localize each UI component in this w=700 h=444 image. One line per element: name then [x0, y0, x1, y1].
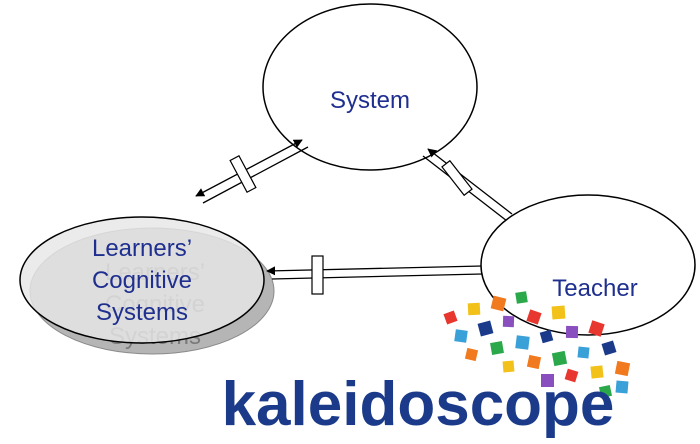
logo-tile [490, 295, 507, 312]
logo-tile [601, 340, 617, 356]
logo-tile [590, 365, 604, 379]
teacher-learners-edge [266, 255, 483, 295]
logo-tile [551, 350, 568, 367]
logo-tile [526, 354, 542, 370]
logo-tile [551, 305, 566, 320]
logo-tile [615, 380, 629, 394]
system-node: System [262, 3, 478, 171]
logo-tile [454, 329, 468, 343]
learners-node: Learners’ Cognitive Systems Learners’ Co… [19, 216, 275, 355]
logo-tile [565, 325, 579, 339]
logo-tile [539, 329, 554, 344]
teacher-system-edge [422, 148, 513, 222]
teacher-label: Teacher [552, 275, 637, 302]
logo-tile [502, 360, 515, 373]
teacher-learners-edge-bar [311, 255, 324, 295]
system-label: System [330, 87, 410, 114]
learners-label-line-1: Learners’ [92, 235, 192, 262]
learners-system-edge-bar [229, 154, 257, 194]
logo-tile [541, 374, 554, 387]
logo-tile [490, 341, 504, 355]
logo-tile [443, 310, 458, 325]
logo-tile [515, 335, 530, 350]
learners-label-line-3: Systems [96, 299, 188, 326]
system-ellipse [262, 3, 478, 171]
logo-tile [526, 309, 542, 325]
kaleidoscope-logo: kaleidoscope [222, 291, 631, 439]
teacher-system-edge-bar [441, 159, 473, 197]
learners-ellipse [19, 216, 265, 344]
learners-system-edge [195, 139, 309, 204]
logo-wordmark: kaleidoscope [222, 370, 615, 439]
logo-tile [467, 302, 481, 316]
learners-label-line-2: Cognitive [92, 267, 192, 294]
teacher-ellipse [480, 194, 696, 336]
logo-tile [598, 384, 613, 399]
logo-tile [564, 368, 579, 383]
logo-tile [577, 346, 590, 359]
logo-tile [588, 320, 605, 337]
logo-tile [515, 291, 528, 304]
logo-tile-mosaic [443, 291, 631, 399]
logo-tile [477, 320, 494, 337]
teacher-node: Teacher [480, 194, 696, 336]
logo-tile [464, 347, 479, 362]
logo-tile [502, 315, 515, 328]
logo-tile [614, 360, 631, 377]
